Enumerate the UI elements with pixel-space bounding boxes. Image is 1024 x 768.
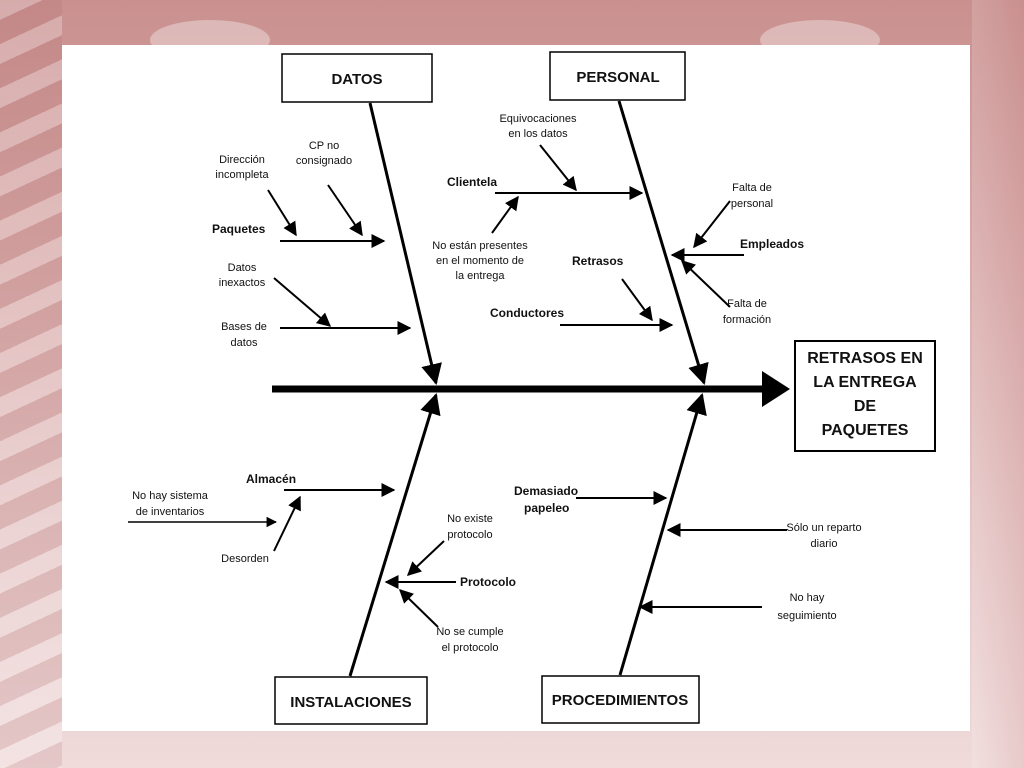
category-box-datos	[281, 53, 433, 103]
arrow	[273, 277, 332, 327]
cause-label: CP no	[309, 140, 339, 152]
cause-label: datos	[231, 337, 258, 349]
cause-label: incompleta	[215, 169, 269, 181]
cause-label: Desorden	[221, 553, 269, 565]
cause-label: Bases de	[221, 321, 267, 333]
cause-label: Retrasos	[572, 254, 624, 268]
diagram-panel: RETRASOS EN LA ENTREGA DE PAQUETES DATOS…	[62, 45, 970, 731]
cause-label: papeleo	[524, 501, 569, 515]
cause-label: el protocolo	[442, 642, 499, 654]
cause-label: No hay	[790, 592, 825, 604]
cause-label: Almacén	[246, 472, 296, 486]
cause-label: Sólo un reparto	[786, 522, 861, 534]
cause-label: protocolo	[447, 529, 492, 541]
cause-label: No están presentes	[432, 240, 528, 252]
bone-instalaciones	[348, 392, 441, 677]
effect-line: LA ENTREGA	[813, 374, 917, 391]
bone-personal	[617, 100, 709, 386]
bone-procedimientos	[618, 392, 707, 676]
effect-line: RETRASOS EN	[807, 350, 923, 367]
cause-label: Empleados	[740, 237, 804, 251]
category-datos-label: DATOS	[331, 71, 382, 88]
cause-label: consignado	[296, 155, 352, 167]
cause-label: Datos	[228, 262, 257, 274]
category-box-procedimientos	[541, 675, 700, 724]
cause-label: No hay sistema	[132, 490, 209, 502]
cause-label: personal	[731, 198, 773, 210]
arrow	[491, 195, 519, 234]
cause-label: Demasiado	[514, 484, 578, 498]
effect-box	[794, 340, 936, 452]
category-box-personal	[549, 51, 686, 101]
category-instalaciones-label: INSTALACIONES	[290, 694, 411, 711]
arrow	[680, 260, 731, 308]
cause-label: Equivocaciones	[499, 113, 577, 125]
arrow	[327, 184, 363, 237]
cause-label: en el momento de	[436, 255, 524, 267]
arrow	[539, 144, 577, 192]
cause-label: Falta de	[732, 182, 772, 194]
arrow	[398, 589, 439, 628]
category-procedimientos-label: PROCEDIMIENTOS	[552, 692, 688, 709]
category-personal-label: PERSONAL	[576, 69, 659, 86]
cause-label: Dirección	[219, 154, 265, 166]
cause-label: No se cumple	[436, 626, 503, 638]
cause-label: Paquetes	[212, 222, 266, 236]
category-box-instalaciones	[274, 676, 428, 725]
bone-datos	[368, 102, 442, 386]
cause-label: la entrega	[456, 270, 506, 282]
cause-label: de inventarios	[136, 506, 205, 518]
cause-label: inexactos	[219, 277, 266, 289]
effect-line: PAQUETES	[822, 422, 909, 439]
cause-label: seguimiento	[777, 610, 836, 622]
cause-label: en los datos	[508, 128, 568, 140]
cause-label: No existe	[447, 513, 493, 525]
arrow	[406, 540, 445, 576]
fishbone-diagram: RETRASOS EN LA ENTREGA DE PAQUETES DATOS…	[128, 51, 936, 725]
background-pattern-right	[972, 0, 1024, 768]
cause-label: Conductores	[490, 306, 564, 320]
background-pattern-left	[0, 0, 62, 768]
cause-label: Clientela	[447, 175, 497, 189]
effect-line: DE	[854, 398, 877, 415]
spine-arrowhead	[762, 371, 790, 407]
cause-label: Falta de	[727, 298, 767, 310]
arrow	[693, 200, 731, 249]
cause-label: diario	[811, 538, 838, 550]
arrow	[621, 278, 653, 322]
cause-label: Protocolo	[460, 575, 516, 589]
cause-label: formación	[723, 314, 771, 326]
arrow	[273, 495, 301, 552]
arrow	[267, 189, 297, 237]
